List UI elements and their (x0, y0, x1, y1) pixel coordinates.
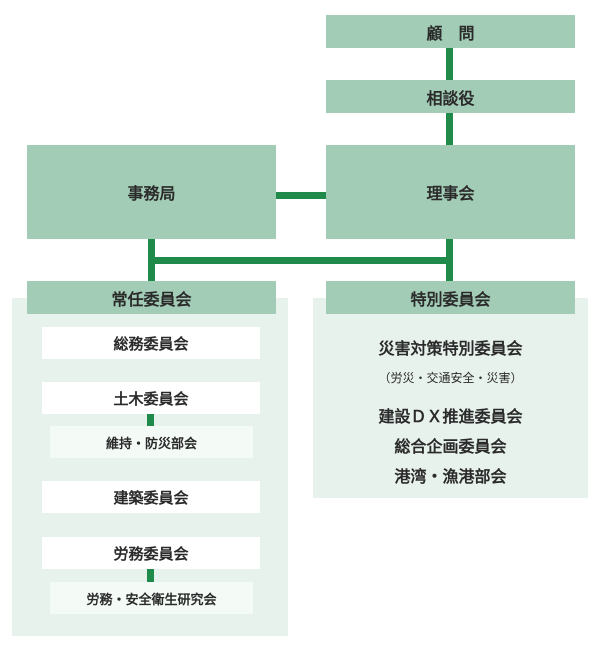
special-committee-header: 特別委員会 (326, 281, 575, 314)
civil-label: 土木委員会 (113, 389, 189, 408)
connector-counselor-board (446, 112, 453, 146)
general-affairs-label: 総務委員会 (113, 334, 189, 353)
labor-committee: 労務委員会 (42, 537, 260, 569)
general-affairs-committee: 総務委員会 (42, 327, 260, 359)
advisor-box: 顧 問 (326, 15, 575, 48)
building-label: 建築委員会 (113, 488, 189, 507)
civil-subcommittee: 維持・防災部会 (50, 426, 253, 458)
board-label: 理事会 (426, 184, 475, 203)
secretariat-label: 事務局 (127, 184, 176, 203)
civil-committee: 土木委員会 (42, 382, 260, 414)
board-box: 理事会 (326, 145, 575, 239)
labor-sub-label: 労務・安全衛生研究会 (86, 592, 217, 608)
counselor-box: 相談役 (326, 80, 575, 113)
special-item-port: 港湾・漁港部会 (394, 467, 507, 486)
connector-advisor-counselor (446, 47, 453, 81)
standing-committee-title: 常任委員会 (111, 289, 192, 309)
connector-horizontal (148, 257, 453, 264)
civil-sub-label: 維持・防災部会 (105, 436, 197, 452)
special-committee-panel: 災害対策特別委員会 （労災・交通安全・災害） 建設ＤＸ推進委員会 総合企画委員会… (313, 298, 588, 498)
special-committee-title: 特別委員会 (410, 289, 491, 309)
special-item-dx: 建設ＤＸ推進委員会 (378, 407, 523, 426)
connector-secretariat-board (276, 192, 326, 199)
building-committee: 建築委員会 (42, 481, 260, 513)
labor-subcommittee: 労務・安全衛生研究会 (50, 582, 253, 614)
counselor-label: 相談役 (426, 88, 475, 108)
advisor-label: 顧 問 (426, 23, 475, 43)
secretariat-box: 事務局 (27, 145, 276, 239)
special-item-disaster-note: （労災・交通安全・災害） (378, 371, 523, 385)
labor-label: 労務委員会 (113, 544, 189, 563)
standing-committee-header: 常任委員会 (27, 281, 276, 314)
connector-labor-sub (147, 567, 154, 583)
connector-civil-sub (147, 412, 154, 428)
special-item-disaster: 災害対策特別委員会 (378, 339, 523, 358)
special-item-planning: 総合企画委員会 (394, 437, 507, 456)
